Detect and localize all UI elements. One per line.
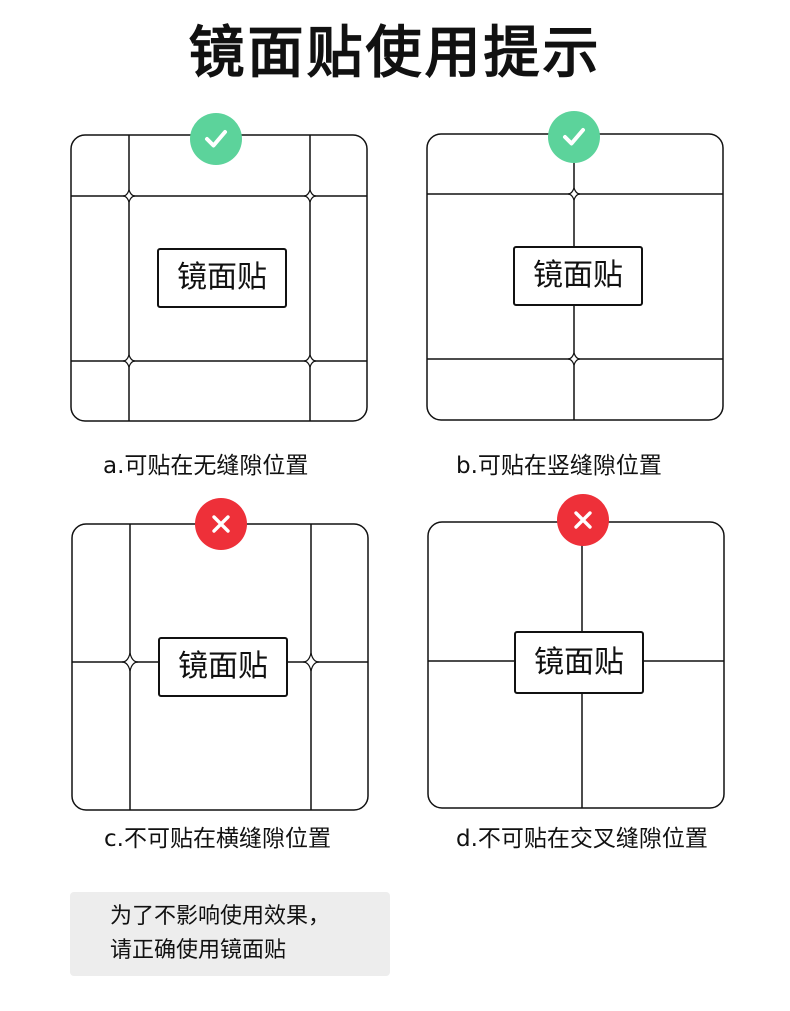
caption-b: b.可贴在竖缝隙位置 <box>456 453 662 479</box>
cross-icon <box>195 498 247 550</box>
panel-c: 镜面贴 <box>71 523 369 811</box>
mirror-sticker-label: 镜面贴 <box>158 637 288 697</box>
usage-note: 为了不影响使用效果， 请正确使用镜面贴 <box>70 892 390 976</box>
panel-a: 镜面贴 <box>70 134 368 422</box>
caption-d: d.不可贴在交叉缝隙位置 <box>456 826 708 852</box>
caption-a: a.可贴在无缝隙位置 <box>103 453 309 479</box>
mirror-sticker-label: 镜面贴 <box>514 631 644 694</box>
checkmark-icon <box>548 111 600 163</box>
mirror-sticker-label: 镜面贴 <box>513 246 643 306</box>
caption-c: c.不可贴在横缝隙位置 <box>104 826 331 852</box>
panel-b: 镜面贴 <box>426 133 724 421</box>
mirror-sticker-label: 镜面贴 <box>157 248 287 308</box>
panel-d: 镜面贴 <box>427 521 725 809</box>
note-line-1: 为了不影响使用效果， <box>110 904 331 929</box>
page-title: 镜面贴使用提示 <box>188 21 602 86</box>
cross-icon <box>557 494 609 546</box>
checkmark-icon <box>190 113 242 165</box>
note-line-2: 请正确使用镜面贴 <box>110 938 287 963</box>
